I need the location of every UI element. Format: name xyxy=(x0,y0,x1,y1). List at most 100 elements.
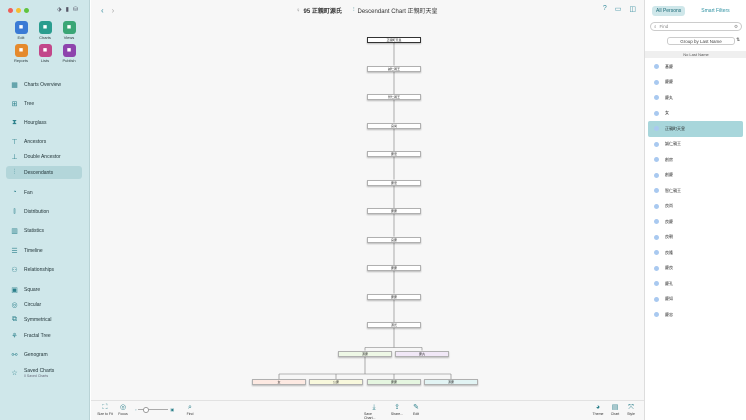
spouse-card[interactable]: 源慶 xyxy=(338,350,392,357)
tab-smart-filters[interactable]: Smart Filters xyxy=(701,8,730,14)
tab-all-persons[interactable]: All Persons xyxy=(652,6,686,16)
child-card[interactable]: 女 xyxy=(252,379,306,385)
person-card[interactable]: 智仁親王 xyxy=(367,94,421,100)
bottom-edit-button[interactable]: ✎Edit xyxy=(406,403,426,416)
bottom-save-chart-button[interactable]: ⤓Save Chart... xyxy=(364,403,384,420)
person-list-item[interactable]: 慶如 xyxy=(648,292,743,308)
group-by-dropdown[interactable]: Group by Last Name xyxy=(667,37,735,45)
person-card[interactable]: 慶慶 xyxy=(367,293,421,300)
sidebar-button-reports[interactable]: ■Reports xyxy=(9,44,33,63)
person-card[interactable]: 源氏 xyxy=(367,322,421,328)
sort-icon[interactable]: ⇅ xyxy=(736,37,741,43)
person-card[interactable]: 良尚 xyxy=(367,122,421,129)
sidebar-item-label: Ancestors xyxy=(24,138,47,145)
sidebar-button-views[interactable]: ■Views xyxy=(57,21,81,40)
person-list-item[interactable]: 良尚 xyxy=(648,199,743,215)
person-name: 正親町天皇 xyxy=(665,125,685,131)
bottom-chart-button[interactable]: ▤Chart xyxy=(605,403,625,416)
person-name: 創房 xyxy=(665,156,673,162)
chart-canvas[interactable]: 正親町天皇誠仁親王智仁親王良尚慶忠慶忠慶慶良慶慶慶慶慶源氏源慶慶丸女公慶慶慶源慶 xyxy=(91,20,644,400)
sidebar-item-ancestors[interactable]: ⊤Ancestors xyxy=(6,135,82,148)
sidebar-item-label: Timeline xyxy=(24,247,43,254)
sidebar-button-publish[interactable]: ■Publish xyxy=(57,44,81,63)
minimize-window-button[interactable] xyxy=(16,8,21,13)
sidebar-button-charts[interactable]: ■Charts xyxy=(33,21,57,40)
bookmark-icon[interactable]: ▮ xyxy=(65,7,69,13)
sidebar-item-double-ancestor[interactable]: ⊥Double Ancestor xyxy=(6,150,82,163)
bottom-find-button[interactable]: ⌕Find xyxy=(180,403,200,416)
person-name: 誠仁親王 xyxy=(665,141,681,147)
sidebar-item-tree[interactable]: ⊞Tree xyxy=(6,97,82,110)
sidebar-item-square[interactable]: ▣Square xyxy=(6,283,82,296)
person-card[interactable]: 良慶 xyxy=(367,236,421,243)
bottom-share-button[interactable]: ⇪Share... xyxy=(387,403,407,416)
sidebar-item-descendants[interactable]: ⫶Descendants xyxy=(6,166,82,179)
person-card[interactable]: 慶忠 xyxy=(367,179,421,186)
person-list-item[interactable]: 正親町天皇 xyxy=(648,121,743,137)
genogram-icon: ⚯ xyxy=(11,351,18,359)
sidebar-button-edit[interactable]: ■Edit xyxy=(9,21,33,40)
zoom-out-icon[interactable]: ▫ xyxy=(135,407,137,412)
person-list-item[interactable]: 基慶 xyxy=(648,59,743,75)
person-list-item[interactable]: 良慶 xyxy=(648,214,743,230)
person-card[interactable]: 慶慶 xyxy=(367,208,421,214)
reports-icon: ■ xyxy=(14,44,28,57)
person-list-item[interactable]: 慶忠 xyxy=(648,307,743,323)
child-card[interactable]: 慶慶 xyxy=(367,379,421,385)
person-list-item[interactable]: 慶慶 xyxy=(648,75,743,91)
child-card[interactable]: 公慶 xyxy=(309,379,363,385)
tag-icon[interactable]: ⬗ xyxy=(57,7,62,13)
sidebar-toggle-icon[interactable]: ◫ xyxy=(629,6,636,13)
person-list-item[interactable]: 女 xyxy=(648,106,743,122)
window-layout-icon[interactable]: ▭ xyxy=(614,6,622,13)
active-person-title[interactable]: ♀ 95 正親町源氏 xyxy=(296,6,342,16)
person-search-field[interactable]: ⌕ Find ⚙ xyxy=(650,22,742,31)
person-list-item[interactable]: 創慶 xyxy=(648,168,743,184)
sidebar-item-charts-overview[interactable]: ▦Charts Overview xyxy=(6,78,82,91)
find-icon: ⌕ xyxy=(188,404,192,411)
person-list-item[interactable]: 慶良 xyxy=(648,261,743,277)
relationships-icon: ⚇ xyxy=(11,266,18,274)
sidebar-item-fractal-tree[interactable]: ⚘Fractal Tree xyxy=(6,329,82,342)
search-options-icon[interactable]: ⚙ xyxy=(733,23,738,29)
bottom-theme-button[interactable]: ◕Theme xyxy=(588,403,608,416)
person-card[interactable]: 慶慶 xyxy=(367,265,421,271)
forward-icon[interactable]: › xyxy=(111,6,115,15)
sidebar-item-circular[interactable]: ◎Circular xyxy=(6,298,82,311)
style-icon: ⤧ xyxy=(628,404,634,411)
sidebar-item-label: Distribution xyxy=(24,208,50,215)
person-list-item[interactable]: 創房 xyxy=(648,152,743,168)
person-list-item[interactable]: 慶丸 xyxy=(648,90,743,106)
person-list-item[interactable]: 良隆 xyxy=(648,245,743,261)
sidebar-item-hourglass[interactable]: ⧗Hourglass xyxy=(6,116,82,129)
back-icon[interactable]: ‹ xyxy=(101,6,104,15)
sidebar-item-distribution[interactable]: ⫾Distribution xyxy=(6,205,82,218)
person-list-item[interactable]: 良朝 xyxy=(648,230,743,246)
sidebar-button-lists[interactable]: ■Lists xyxy=(33,44,57,63)
person-list-item[interactable]: 慶孔 xyxy=(648,276,743,292)
sidebar-item-relationships[interactable]: ⚇Relationships xyxy=(6,263,82,276)
bottom-style-button[interactable]: ⤧Style xyxy=(621,403,641,416)
zoom-slider-knob[interactable] xyxy=(142,406,149,413)
sidebar-item-genogram[interactable]: ⚯Genogram xyxy=(6,348,82,361)
spouse-card[interactable]: 慶丸 xyxy=(395,350,449,357)
close-window-button[interactable] xyxy=(8,8,13,13)
person-card[interactable]: 慶忠 xyxy=(367,151,421,157)
bottom-focus-button[interactable]: ◎Focus xyxy=(113,403,133,416)
zoom-window-button[interactable] xyxy=(24,8,29,13)
zoom-in-icon[interactable]: ▣ xyxy=(170,407,175,412)
sidebar-item-fan[interactable]: ◔Fan xyxy=(6,186,82,199)
help-icon[interactable]: ? xyxy=(602,5,607,12)
person-card[interactable]: 正親町天皇 xyxy=(367,37,421,43)
sidebar-item-symmetrical[interactable]: ⧉Symmetrical xyxy=(6,313,82,326)
person-list-item[interactable]: 智仁親王 xyxy=(648,183,743,199)
sidebar-item-statistics[interactable]: ▥Statistics xyxy=(6,224,82,237)
zoom-slider[interactable] xyxy=(138,406,169,413)
sidebar-item-timeline[interactable]: ☰Timeline xyxy=(6,244,82,257)
person-card[interactable]: 誠仁親王 xyxy=(367,65,421,72)
child-card[interactable]: 源慶 xyxy=(424,379,478,385)
database-icon[interactable]: ⛁ xyxy=(72,7,78,13)
bottom-size-to-fit-button[interactable]: ⛶Size to Fit xyxy=(95,403,115,416)
person-list-item[interactable]: 誠仁親王 xyxy=(648,137,743,153)
